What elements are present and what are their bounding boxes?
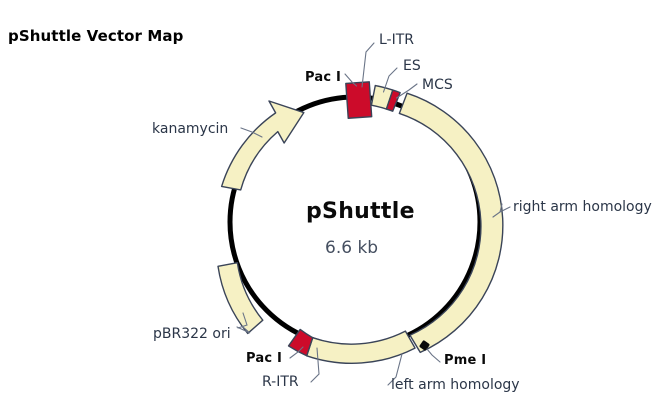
feature-label-r-itr: R-ITR	[262, 374, 299, 390]
site-label-pac-i-top: Pac I	[305, 70, 342, 85]
leader-kanamycin	[240, 127, 263, 138]
feature-label-right-arm-homology: right arm homology	[513, 199, 652, 215]
feature-left-arm-homology	[306, 330, 416, 365]
leader-mcs	[395, 83, 418, 99]
leader-pbr322-ori	[236, 326, 251, 334]
feature-label-left-arm-homology: left arm homology	[391, 377, 520, 393]
plasmid-size: 6.6 kb	[325, 238, 379, 258]
leader-l-itr	[361, 42, 375, 88]
feature-label-pbr322-ori: pBR322 ori	[153, 326, 231, 342]
feature-mcs	[385, 89, 401, 112]
leader-left-arm	[387, 353, 403, 386]
leader-pbr322-ori-2	[237, 312, 248, 329]
leader-pme-i	[426, 348, 441, 363]
leader-pac-i-bottom	[289, 346, 304, 359]
feature-right-arm-homology	[398, 92, 504, 354]
leader-right-arm-tick	[499, 203, 503, 213]
page-title: pShuttle Vector Map	[8, 27, 184, 45]
feature-kanamycin	[220, 100, 305, 191]
site-pme-i-marker	[419, 340, 430, 351]
feature-label-l-itr: L-ITR	[379, 32, 415, 48]
site-pac-i-top-block	[345, 81, 373, 119]
plasmid-name: pShuttle	[306, 199, 415, 224]
feature-label-mcs: MCS	[422, 77, 453, 93]
leader-es	[382, 67, 398, 93]
leader-r-itr	[310, 347, 320, 383]
feature-r-itr	[287, 328, 314, 357]
feature-pbr322-ori	[217, 262, 264, 335]
site-label-pme-i: Pme I	[444, 353, 487, 368]
leader-pac-i-top	[344, 73, 358, 87]
site-label-pac-i-bottom: Pac I	[246, 351, 283, 366]
feature-label-es: ES	[403, 58, 421, 74]
feature-label-kanamycin: kanamycin	[152, 121, 229, 137]
